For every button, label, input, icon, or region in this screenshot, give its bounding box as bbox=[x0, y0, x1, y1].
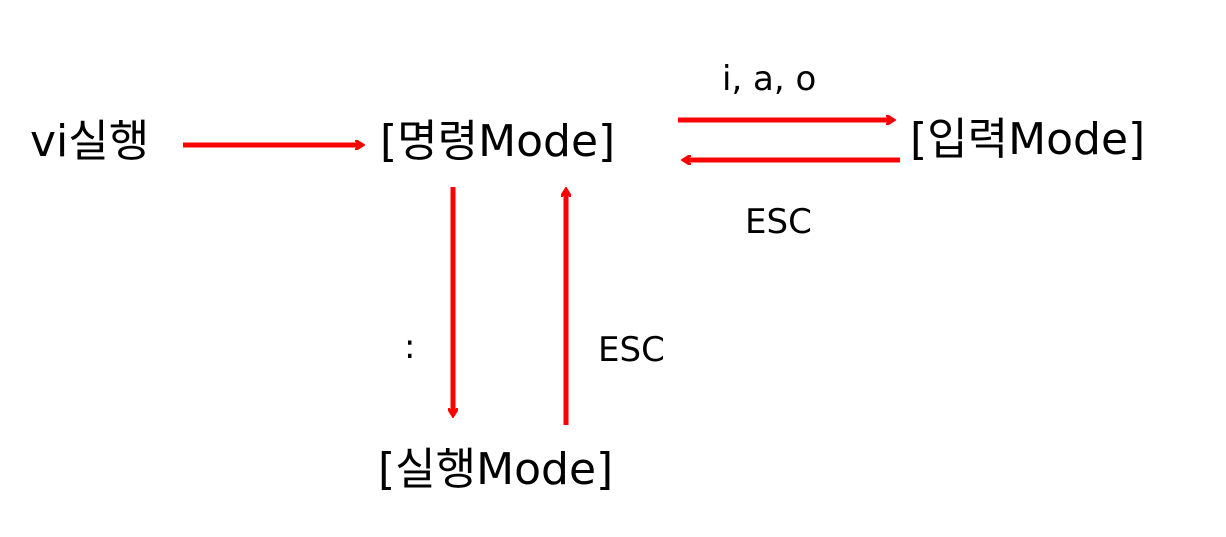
to-exec-label: : bbox=[404, 327, 416, 367]
from-input-label: ESC bbox=[745, 202, 812, 242]
command-mode-node: [명령Mode] bbox=[380, 116, 616, 167]
input-mode-node: [입력Mode] bbox=[910, 114, 1146, 165]
to-input-label: i, a, o bbox=[722, 59, 817, 99]
vi-start-node: vi실행 bbox=[30, 116, 150, 167]
exec-mode-node: [실행Mode] bbox=[378, 444, 614, 495]
from-exec-label: ESC bbox=[598, 330, 665, 370]
